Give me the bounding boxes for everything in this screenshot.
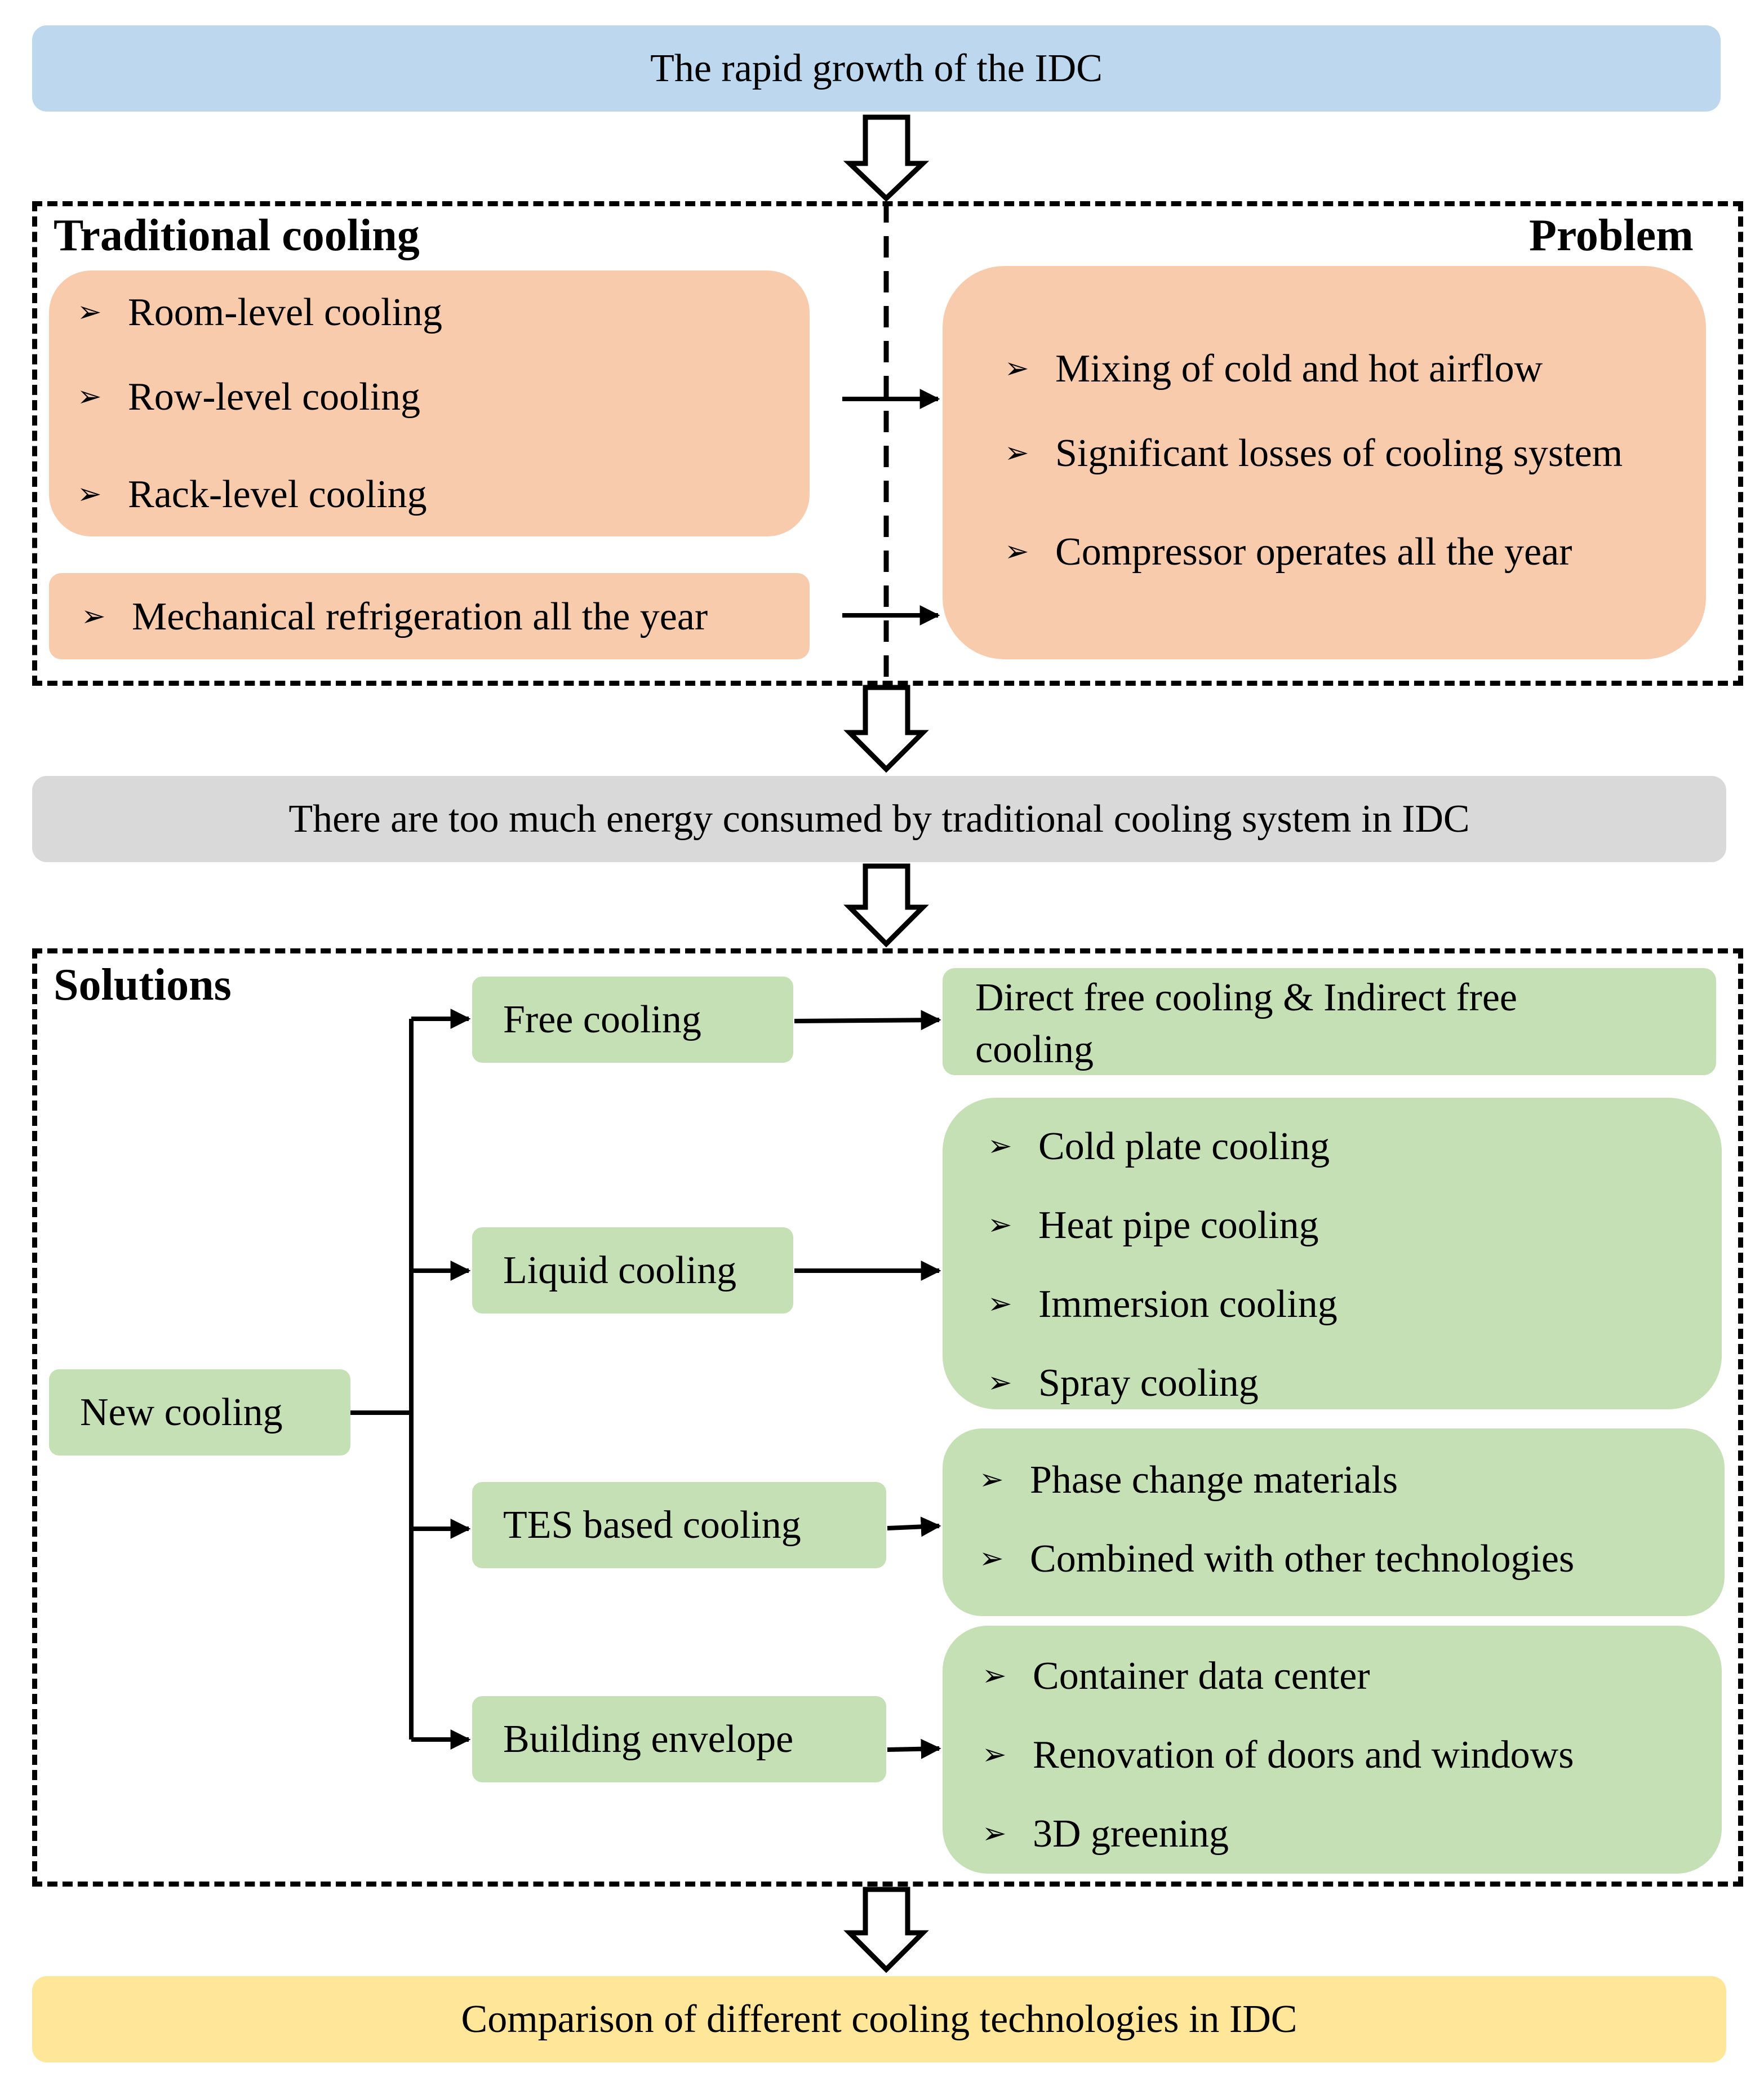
liquid-cooling-details: ➢ Cold plate cooling ➢ Heat pipe cooling ➢… xyxy=(943,1098,1722,1409)
liquid-detail-immersion: ➢ Immersion cooling xyxy=(988,1285,1338,1324)
flow-arrow-2-icon xyxy=(843,685,929,773)
middle-banner-text: There are too much energy consumed by tr… xyxy=(288,797,1470,841)
liquid-cooling-text: Liquid cooling xyxy=(503,1248,737,1292)
free-cooling-detail-line1: Direct free cooling & Indirect free xyxy=(975,976,1517,1019)
problem-compressor-text: Compressor operates all the year xyxy=(1055,530,1572,574)
tes-to-details-arrow xyxy=(887,1516,941,1537)
heat-pipe-text: Heat pipe cooling xyxy=(1038,1204,1319,1247)
flow-arrow-1-icon xyxy=(843,114,930,202)
bullet-arrow-icon: ➢ xyxy=(988,1129,1012,1163)
problem-item-mixing: ➢ Mixing of cold and hot airflow xyxy=(1005,349,1543,389)
liquid-detail-heat-pipe: ➢ Heat pipe cooling xyxy=(988,1206,1319,1245)
free-cooling-details: Direct free cooling & Indirect free cool… xyxy=(943,968,1716,1075)
problem-mixing-text: Mixing of cold and hot airflow xyxy=(1055,347,1543,391)
level-item-room: ➢ Room-level cooling xyxy=(77,293,442,332)
problem-item-losses: ➢ Significant losses of cooling system xyxy=(1005,434,1623,473)
bullet-arrow-icon: ➢ xyxy=(982,1659,1007,1693)
tes-cooling-node: TES based cooling xyxy=(472,1482,886,1568)
building-envelope-text: Building envelope xyxy=(503,1717,794,1761)
level-item-row: ➢ Row-level cooling xyxy=(77,378,420,417)
problem-losses-text: Significant losses of cooling system xyxy=(1055,432,1623,475)
free-cooling-node: Free cooling xyxy=(472,977,793,1063)
bullet-arrow-icon: ➢ xyxy=(988,1287,1012,1321)
bullet-arrow-icon: ➢ xyxy=(1005,535,1029,569)
liquid-cooling-node: Liquid cooling xyxy=(472,1227,793,1314)
bottom-banner: Comparison of different cooling technolo… xyxy=(32,1976,1726,2062)
container-text: Container data center xyxy=(1033,1654,1370,1698)
top-banner-text: The rapid growth of the IDC xyxy=(650,46,1103,90)
envelope-detail-container: ➢ Container data center xyxy=(982,1657,1370,1696)
bullet-arrow-icon: ➢ xyxy=(1005,352,1029,385)
problem-heading: Problem xyxy=(1529,211,1694,260)
greening-text: 3D greening xyxy=(1033,1812,1229,1856)
middle-banner: There are too much energy consumed by tr… xyxy=(32,776,1726,862)
free-to-details-arrow xyxy=(794,1010,941,1031)
immersion-text: Immersion cooling xyxy=(1038,1283,1338,1326)
solutions-frame xyxy=(32,948,1743,1887)
flow-arrow-4-icon xyxy=(843,1887,929,1973)
solutions-heading: Solutions xyxy=(54,960,232,1010)
envelope-to-details-arrow xyxy=(887,1738,941,1759)
tes-detail-pcm: ➢ Phase change materials xyxy=(979,1461,1398,1500)
building-envelope-node: Building envelope xyxy=(472,1696,886,1782)
tes-detail-combined: ➢ Combined with other technologies xyxy=(979,1539,1574,1579)
liquid-detail-cold-plate: ➢ Cold plate cooling xyxy=(988,1127,1330,1166)
free-cooling-detail-line2: cooling xyxy=(975,1028,1094,1071)
tes-cooling-details: ➢ Phase change materials ➢ Combined with o… xyxy=(943,1428,1725,1616)
cooling-levels-box: ➢ Room-level cooling ➢ Row-level cooling ➢… xyxy=(49,270,810,536)
bullet-arrow-icon: ➢ xyxy=(982,1817,1007,1851)
new-cooling-node: New cooling xyxy=(49,1369,350,1456)
bullet-arrow-icon: ➢ xyxy=(988,1366,1012,1400)
problem-box: ➢ Mixing of cold and hot airflow ➢ Signifi… xyxy=(943,266,1706,659)
level-row-text: Row-level cooling xyxy=(128,375,421,419)
bullet-arrow-icon: ➢ xyxy=(77,380,102,414)
top-banner: The rapid growth of the IDC xyxy=(32,25,1721,112)
combined-text: Combined with other technologies xyxy=(1030,1537,1575,1581)
level-rack-text: Rack-level cooling xyxy=(128,473,427,516)
traditional-cooling-heading: Traditional cooling xyxy=(54,211,420,260)
free-cooling-text: Free cooling xyxy=(503,997,701,1041)
envelope-detail-greening: ➢ 3D greening xyxy=(982,1814,1229,1854)
pcm-text: Phase change materials xyxy=(1030,1458,1398,1502)
new-cooling-text: New cooling xyxy=(80,1390,283,1434)
mechanical-item: ➢ Mechanical refrigeration all the year xyxy=(81,597,708,637)
tes-cooling-text: TES based cooling xyxy=(503,1503,801,1547)
bullet-arrow-icon: ➢ xyxy=(77,477,102,511)
level-item-rack: ➢ Rack-level cooling xyxy=(77,475,427,514)
cold-plate-text: Cold plate cooling xyxy=(1038,1125,1330,1168)
renovation-text: Renovation of doors and windows xyxy=(1033,1733,1574,1777)
bullet-arrow-icon: ➢ xyxy=(988,1208,1012,1242)
mechanical-refrigeration-box: ➢ Mechanical refrigeration all the year xyxy=(49,573,810,659)
bullet-arrow-icon: ➢ xyxy=(81,600,106,633)
building-envelope-details: ➢ Container data center ➢ Renovation of do… xyxy=(943,1626,1722,1874)
bullet-arrow-icon: ➢ xyxy=(979,1463,1004,1497)
envelope-detail-renovation: ➢ Renovation of doors and windows xyxy=(982,1736,1574,1775)
problem-item-compressor: ➢ Compressor operates all the year xyxy=(1005,533,1572,572)
mechanical-text: Mechanical refrigeration all the year xyxy=(132,595,708,638)
bullet-arrow-icon: ➢ xyxy=(1005,436,1029,470)
liquid-detail-spray: ➢ Spray cooling xyxy=(988,1364,1259,1403)
bullet-arrow-icon: ➢ xyxy=(979,1542,1004,1576)
flow-arrow-3-icon xyxy=(843,863,929,948)
level-room-text: Room-level cooling xyxy=(128,291,442,334)
spray-text: Spray cooling xyxy=(1038,1361,1259,1405)
bullet-arrow-icon: ➢ xyxy=(77,295,102,329)
bottom-banner-text: Comparison of different cooling technolo… xyxy=(461,1997,1298,2041)
bullet-arrow-icon: ➢ xyxy=(982,1738,1007,1772)
